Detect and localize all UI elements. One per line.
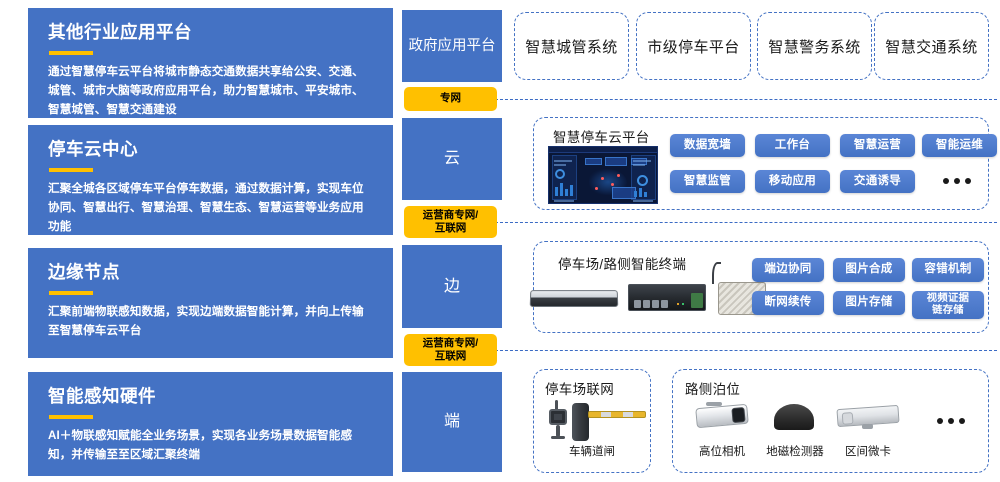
- network-connector-line-2: [495, 222, 997, 223]
- pill-label: 容错机制: [924, 263, 972, 276]
- gate-barrier-body-icon: [572, 403, 589, 441]
- panel-title: 其他行业应用平台: [48, 22, 192, 42]
- network-badge-carrier-network-2: 运营商专网/ 互联网: [404, 334, 497, 366]
- gov-system-label: 市级停车平台: [647, 38, 740, 56]
- panel-body: 通过智慧停车云平台将城市静态交通数据共享给公安、交通、城管、城市大脑等政府应用平…: [48, 65, 364, 116]
- gov-system-smart-police[interactable]: 智慧警务系统: [757, 12, 872, 80]
- cloud-button-workbench[interactable]: 工作台: [755, 134, 830, 157]
- network-badge-line-1: 运营商专网/: [422, 336, 479, 349]
- bullet-camera-bracket-icon: [706, 402, 722, 406]
- layer-label-text: 政府应用平台: [408, 37, 496, 54]
- layer-label-text: 边: [443, 277, 460, 295]
- gov-system-label: 智慧城管系统: [525, 38, 618, 56]
- title-underline: [49, 415, 93, 420]
- layer-label-government-platform: 政府应用平台: [402, 10, 502, 82]
- pill-label-line-2: 链存储: [932, 305, 964, 316]
- edge-button-image-composition[interactable]: 图片合成: [833, 258, 905, 282]
- pill-label: 数据宽墙: [683, 138, 732, 151]
- cloud-button-smart-supervision[interactable]: 智慧监管: [670, 170, 745, 193]
- network-connector-line-1: [495, 99, 997, 100]
- gate-display-icon: [549, 409, 567, 425]
- panel-title: 智能感知硬件: [48, 386, 156, 406]
- gov-system-label: 智慧警务系统: [768, 38, 861, 56]
- description-panel-parking-cloud-center: 停车云中心 汇聚全城各区域停车平台停车数据，通过数据计算，实现车位协同、智慧出行…: [28, 125, 393, 235]
- edge-industrial-gateway-icon: [628, 284, 706, 311]
- cloud-dashboard-thumbnail: [548, 146, 658, 204]
- pill-label: 智慧运营: [853, 138, 902, 151]
- pill-label: 工作台: [774, 138, 811, 151]
- terminal-roadside-container: [672, 369, 989, 473]
- box-camera-bracket-icon: [862, 424, 873, 429]
- panel-body: 汇聚全城各区域停车平台停车数据，通过数据计算，实现车位协同、智慧出行、智慧治理、…: [48, 182, 364, 233]
- terminal-device-label-section-camera: 区间微卡: [845, 446, 891, 458]
- layer-label-text: 端: [443, 413, 460, 430]
- gate-barrier-arm-icon: [588, 411, 646, 418]
- description-panel-edge-node: 边缘节点 汇聚前端物联感知数据，实现边端数据智能计算，并向上传输至智慧停车云平台: [28, 248, 393, 358]
- layer-label-terminal: 端: [402, 372, 502, 472]
- description-panel-smart-sensing-hardware: 智能感知硬件 AI＋物联感知赋能全业务场景，实现各业务场景数据智能感知，并传输至…: [28, 372, 393, 476]
- terminal-roadside-heading: 路侧泊位: [685, 382, 741, 397]
- terminal-device-label-gate: 车辆道闸: [569, 446, 615, 458]
- network-badge-text: 专网: [440, 92, 461, 105]
- panel-body: AI＋物联感知赋能全业务场景，实现各业务场景数据智能感知，并传输至至区域汇聚终端: [48, 429, 353, 461]
- network-badge-line-1: 运营商专网/: [422, 208, 479, 221]
- gate-camera-pole-icon: [555, 400, 558, 411]
- network-badge-line-2: 互联网: [434, 350, 467, 362]
- description-panel-other-industry: 其他行业应用平台 通过智慧停车云平台将城市静态交通数据共享给公安、交通、城管、城…: [28, 8, 393, 118]
- pill-label: 图片存储: [845, 296, 893, 309]
- terminal-parking-heading: 停车场联网: [545, 382, 614, 397]
- pill-label: 智慧监管: [683, 174, 732, 187]
- gov-system-smart-city-management[interactable]: 智慧城管系统: [514, 12, 629, 80]
- network-badge-carrier-network-1: 运营商专网/ 互联网: [404, 206, 497, 238]
- layer-label-edge: 边: [402, 245, 502, 328]
- panel-title: 停车云中心: [48, 139, 138, 159]
- title-underline: [49, 51, 93, 56]
- edge-button-offline-resume-transfer[interactable]: 断网续传: [752, 291, 824, 315]
- gov-system-city-parking-platform[interactable]: 市级停车平台: [636, 12, 751, 80]
- geomagnetic-detector-icon: [774, 404, 814, 430]
- network-badge-private-network: 专网: [404, 87, 497, 111]
- edge-button-image-storage[interactable]: 图片存储: [833, 291, 905, 315]
- gov-system-smart-traffic[interactable]: 智慧交通系统: [874, 12, 989, 80]
- edge-button-video-evidence-chain-storage[interactable]: 视频证据 链存储: [912, 291, 984, 319]
- panel-title: 边缘节点: [48, 262, 120, 282]
- edge-button-device-edge-collab[interactable]: 端边协同: [752, 258, 824, 282]
- pill-label: 智能运维: [935, 138, 984, 151]
- terminal-more-ellipsis-icon: [937, 418, 965, 424]
- edge-button-fault-tolerance[interactable]: 容错机制: [912, 258, 984, 282]
- title-underline: [49, 168, 93, 173]
- pill-label: 图片合成: [845, 263, 893, 276]
- cloud-button-smart-maintenance[interactable]: 智能运维: [922, 134, 997, 157]
- cloud-more-ellipsis-icon: [943, 178, 971, 184]
- pill-label: 断网续传: [764, 296, 812, 309]
- terminal-device-label-geomagnetic: 地磁检测器: [766, 446, 824, 458]
- terminal-device-label-high-camera: 高位相机: [699, 446, 745, 458]
- layer-label-text: 云: [443, 150, 460, 167]
- gate-pole-icon: [556, 425, 560, 437]
- cloud-heading: 智慧停车云平台: [553, 130, 650, 145]
- cloud-button-data-wall[interactable]: 数据宽墙: [670, 134, 745, 157]
- cloud-button-traffic-guidance[interactable]: 交通诱导: [840, 170, 915, 193]
- layer-label-cloud: 云: [402, 118, 502, 200]
- edge-rack-server-icon: [529, 290, 619, 307]
- cloud-button-mobile-app[interactable]: 移动应用: [755, 170, 830, 193]
- pill-label-line-1: 视频证据: [926, 292, 970, 304]
- gov-system-label: 智慧交通系统: [885, 38, 978, 56]
- edge-antenna-icon: [712, 262, 721, 284]
- pill-label: 移动应用: [768, 174, 817, 187]
- edge-heading: 停车场/路侧智能终端: [558, 257, 687, 272]
- pill-label: 端边协同: [764, 263, 812, 276]
- gate-base-icon: [551, 436, 565, 439]
- title-underline: [49, 291, 93, 296]
- cloud-button-smart-operation[interactable]: 智慧运营: [840, 134, 915, 157]
- network-connector-line-3: [495, 350, 997, 351]
- network-badge-line-2: 互联网: [434, 222, 467, 234]
- pill-label: 交通诱导: [853, 174, 902, 187]
- panel-body: 汇聚前端物联感知数据，实现边端数据智能计算，并向上传输至智慧停车云平台: [48, 305, 364, 337]
